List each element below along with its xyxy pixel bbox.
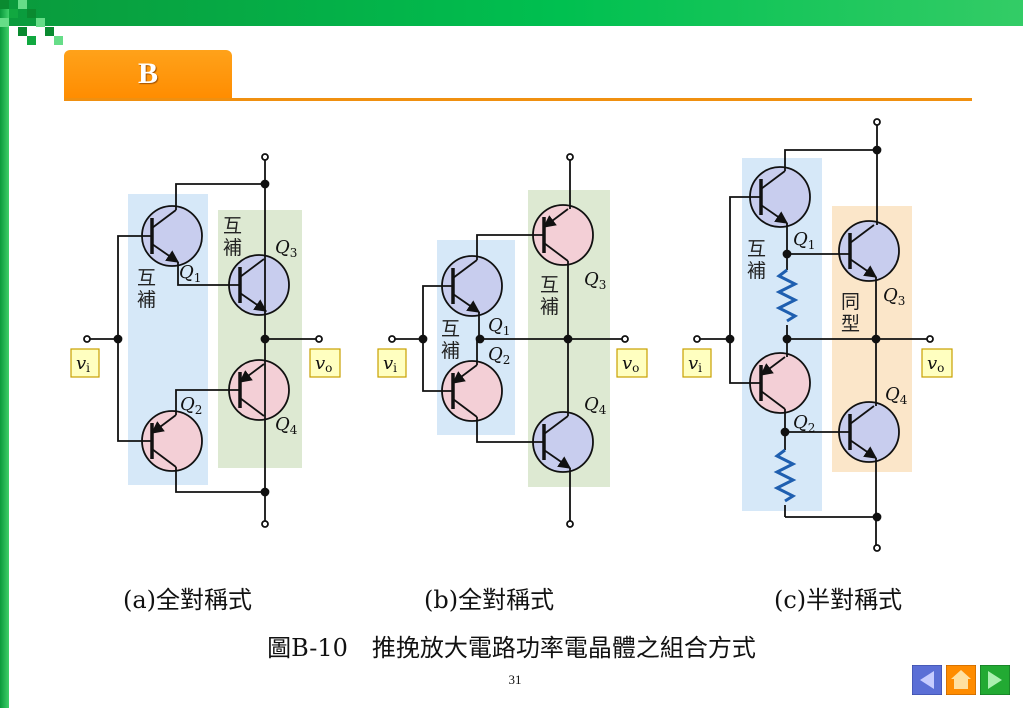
page-number: 31 — [508, 672, 522, 687]
input-label-box — [682, 348, 712, 378]
arrow-left-icon — [920, 671, 934, 689]
figure-title: 圖B-10 推挽放大電路功率電晶體之組合方式 — [267, 634, 756, 662]
label-vi: vi — [383, 353, 397, 375]
top-banner — [0, 0, 1023, 26]
resistor-upper — [775, 268, 799, 323]
home-button[interactable] — [946, 665, 976, 695]
label-q4: Q4 — [885, 384, 908, 407]
input-label-box — [70, 348, 100, 378]
label-q3: Q3 — [275, 237, 297, 260]
left-banner — [0, 0, 9, 708]
output-label-box — [921, 348, 953, 378]
corner-square — [36, 18, 45, 27]
pair-label: 互 — [747, 238, 766, 260]
pair-label: 補 — [223, 237, 242, 259]
label-q1: Q1 — [179, 262, 201, 285]
label-q4: Q4 — [584, 394, 607, 417]
input-label-box — [377, 348, 407, 378]
corner-square — [27, 9, 36, 18]
caption-b: (b)全對稱式 — [424, 586, 555, 614]
corner-square — [18, 0, 27, 9]
corner-square — [0, 0, 9, 9]
label-q2: Q2 — [793, 412, 815, 435]
prev-slide-button[interactable] — [912, 665, 942, 695]
pair-label: 補 — [137, 289, 156, 311]
section-tab-label: B — [137, 57, 158, 90]
circuit-c — [693, 118, 934, 552]
label-q3: Q3 — [584, 269, 606, 292]
resistor-lower — [773, 448, 797, 503]
pair-label: 互 — [540, 274, 559, 296]
circuit-a — [83, 153, 323, 528]
pair-label: 補 — [441, 340, 460, 362]
pair-label: 同 — [841, 291, 860, 313]
corner-square — [45, 27, 54, 36]
arrow-right-icon — [988, 671, 1002, 689]
corner-square — [0, 18, 9, 27]
label-q1: Q1 — [793, 229, 815, 252]
label-vo: vo — [315, 353, 332, 375]
corner-square — [54, 36, 63, 45]
corner-square — [9, 9, 18, 18]
pair-label: 補 — [747, 260, 766, 282]
output-label-box — [309, 348, 341, 378]
label-q2: Q2 — [180, 394, 202, 417]
label-vo: vo — [927, 353, 944, 375]
pair-label: 型 — [841, 313, 860, 335]
label-vo: vo — [622, 353, 639, 375]
pair-label: 互 — [223, 215, 242, 237]
pair-label: 互 — [441, 318, 460, 340]
caption-c: (c)半對稱式 — [774, 586, 903, 614]
label-vi: vi — [688, 353, 702, 375]
label-q4: Q4 — [275, 414, 298, 437]
label-vi: vi — [76, 353, 90, 375]
pair-label: 互 — [137, 267, 156, 289]
home-icon — [951, 670, 971, 689]
label-q2: Q2 — [488, 344, 510, 367]
output-label-box — [616, 348, 648, 378]
corner-square — [18, 27, 27, 36]
corner-square — [27, 36, 36, 45]
label-q3: Q3 — [883, 285, 905, 308]
circuit-b — [388, 153, 629, 528]
section-tab: B — [64, 50, 232, 100]
pair-label: 補 — [540, 296, 559, 318]
label-q1: Q1 — [488, 315, 510, 338]
next-slide-button[interactable] — [980, 665, 1010, 695]
transistor-q3 — [838, 220, 900, 282]
header-rule — [64, 98, 972, 101]
caption-a: (a)全對稱式 — [123, 586, 253, 614]
